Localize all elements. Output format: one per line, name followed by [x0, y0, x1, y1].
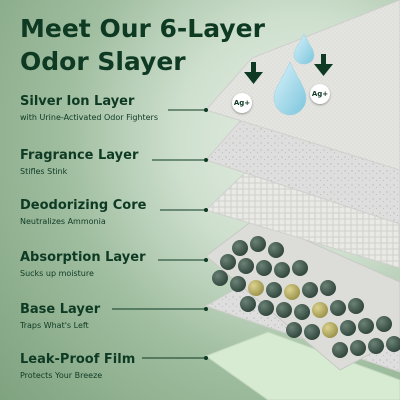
layer-label-absorption: Absorption Layer Sucks up moisture [20, 250, 210, 280]
connector-dot [204, 108, 208, 112]
layer-label-silver-ion: Silver Ion Layer with Urine-Activated Od… [20, 94, 210, 124]
layer-name: Deodorizing Core [20, 198, 147, 213]
deodorizing-core-sheet [205, 167, 400, 269]
layer-description: Protects Your Breeze [20, 371, 103, 380]
page-title: Meet Our 6-Layer Odor Slayer [20, 12, 280, 78]
silver-ion-badge: Ag+ [310, 84, 330, 104]
layer-name: Leak-Proof Film [20, 352, 136, 367]
absorption-granules [212, 236, 400, 358]
title-line: Meet Our 6-Layer [20, 14, 265, 43]
silver-ion-layer-sheet [205, 0, 400, 171]
layer-name: Silver Ion Layer [20, 94, 135, 109]
connector-dot [204, 356, 208, 360]
layer-label-deodorizing-core: Deodorizing Core Neutralizes Ammonia [20, 198, 210, 228]
layer-description: Sucks up moisture [20, 269, 94, 278]
connector-dot [204, 307, 208, 311]
layer-description: Stifles Stink [20, 167, 68, 176]
water-droplet-icon [293, 33, 315, 65]
water-droplet-icon [273, 61, 307, 116]
layer-description: Traps What's Left [20, 321, 89, 330]
layer-name: Fragrance Layer [20, 148, 139, 163]
connector-lines [112, 108, 208, 360]
layer-label-fragrance: Fragrance Layer Stifles Stink [20, 148, 210, 178]
layer-description: with Urine-Activated Odor Fighters [20, 113, 158, 122]
connector-dot [204, 208, 208, 212]
layer-label-leak-proof-film: Leak-Proof Film Protects Your Breeze [20, 352, 210, 382]
silver-ion-badge: Ag+ [232, 93, 252, 113]
title-line: Odor Slayer [20, 47, 186, 76]
layer-label-base: Base Layer Traps What's Left [20, 302, 210, 332]
leak-proof-film-sheet [204, 331, 400, 400]
layer-name: Absorption Layer [20, 250, 146, 265]
down-arrow-icon [244, 62, 263, 84]
layer-description: Neutralizes Ammonia [20, 217, 106, 226]
layer-name: Base Layer [20, 302, 101, 317]
connector-dot [204, 158, 208, 162]
down-arrow-icon [314, 54, 333, 76]
connector-dot [204, 258, 208, 262]
